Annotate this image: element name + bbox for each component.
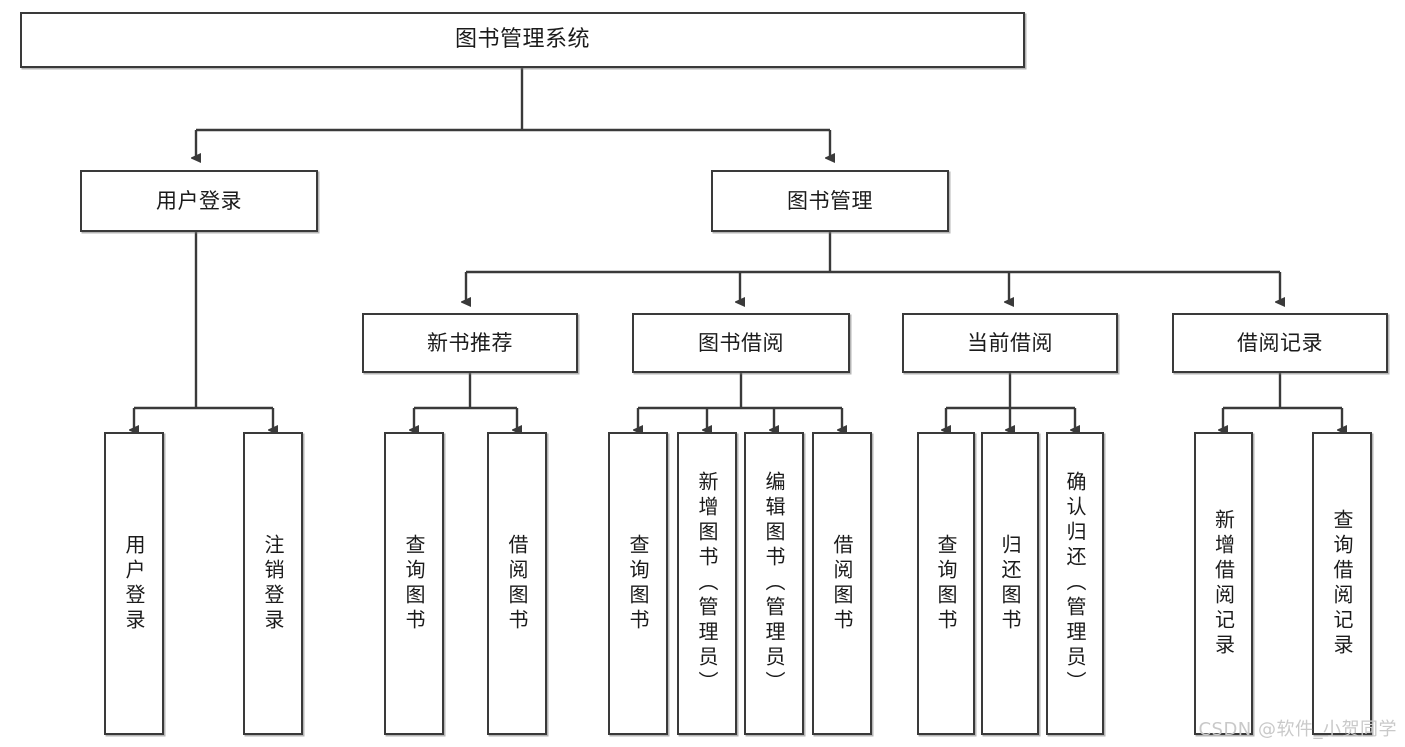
leaf-current-borrow-query[interactable]: 查询图书: [917, 432, 975, 735]
leaf-book-borrow-query[interactable]: 查询图书: [608, 432, 668, 735]
leaf-current-borrow-query-label: 查询图书: [934, 533, 958, 634]
leaf-current-borrow-confirm[interactable]: 确认归还（管理员）: [1046, 432, 1104, 735]
node-book-borrow-label: 图书借阅: [698, 330, 784, 355]
node-current-borrow-label: 当前借阅: [967, 330, 1053, 355]
node-user-login[interactable]: 用户登录: [80, 170, 318, 232]
leaf-current-borrow-return-label: 归还图书: [998, 533, 1022, 634]
leaf-borrow-record-add[interactable]: 新增借阅记录: [1194, 432, 1253, 735]
node-borrow-record-label: 借阅记录: [1237, 330, 1323, 355]
node-current-borrow[interactable]: 当前借阅: [902, 313, 1118, 373]
leaf-current-borrow-return[interactable]: 归还图书: [981, 432, 1039, 735]
leaf-borrow-record-query[interactable]: 查询借阅记录: [1312, 432, 1372, 735]
leaf-book-borrow-add-label: 新增图书（管理员）: [695, 471, 719, 696]
node-user-login-label: 用户登录: [156, 188, 242, 213]
node-new-book-recommend-label: 新书推荐: [427, 330, 513, 355]
node-book-management[interactable]: 图书管理: [711, 170, 949, 232]
node-book-borrow[interactable]: 图书借阅: [632, 313, 850, 373]
leaf-user-login-login[interactable]: 用户登录: [104, 432, 164, 735]
leaf-user-login-logout-label: 注销登录: [261, 533, 285, 634]
leaf-new-book-borrow-label: 借阅图书: [505, 533, 529, 634]
node-root[interactable]: 图书管理系统: [20, 12, 1025, 68]
leaf-book-borrow-edit[interactable]: 编辑图书（管理员）: [744, 432, 804, 735]
node-root-label: 图书管理系统: [454, 27, 590, 53]
leaf-borrow-record-add-label: 新增借阅记录: [1211, 508, 1236, 659]
leaf-user-login-logout[interactable]: 注销登录: [243, 432, 303, 735]
leaf-new-book-query-label: 查询图书: [402, 533, 426, 634]
node-new-book-recommend[interactable]: 新书推荐: [362, 313, 578, 373]
node-borrow-record[interactable]: 借阅记录: [1172, 313, 1388, 373]
leaf-book-borrow-query-label: 查询图书: [626, 533, 650, 634]
leaf-book-borrow-add[interactable]: 新增图书（管理员）: [677, 432, 737, 735]
csdn-watermark: CSDN @软件_小贺同学: [1198, 719, 1397, 740]
leaf-book-borrow-borrow[interactable]: 借阅图书: [812, 432, 872, 735]
leaf-book-borrow-borrow-label: 借阅图书: [830, 533, 854, 634]
leaf-borrow-record-query-label: 查询借阅记录: [1330, 508, 1354, 659]
leaf-new-book-borrow[interactable]: 借阅图书: [487, 432, 547, 735]
node-book-management-label: 图书管理: [787, 188, 873, 213]
leaf-current-borrow-confirm-label: 确认归还（管理员）: [1063, 471, 1087, 696]
leaf-user-login-login-label: 用户登录: [122, 533, 146, 634]
leaf-new-book-query[interactable]: 查询图书: [384, 432, 444, 735]
leaf-book-borrow-edit-label: 编辑图书（管理员）: [762, 471, 786, 696]
